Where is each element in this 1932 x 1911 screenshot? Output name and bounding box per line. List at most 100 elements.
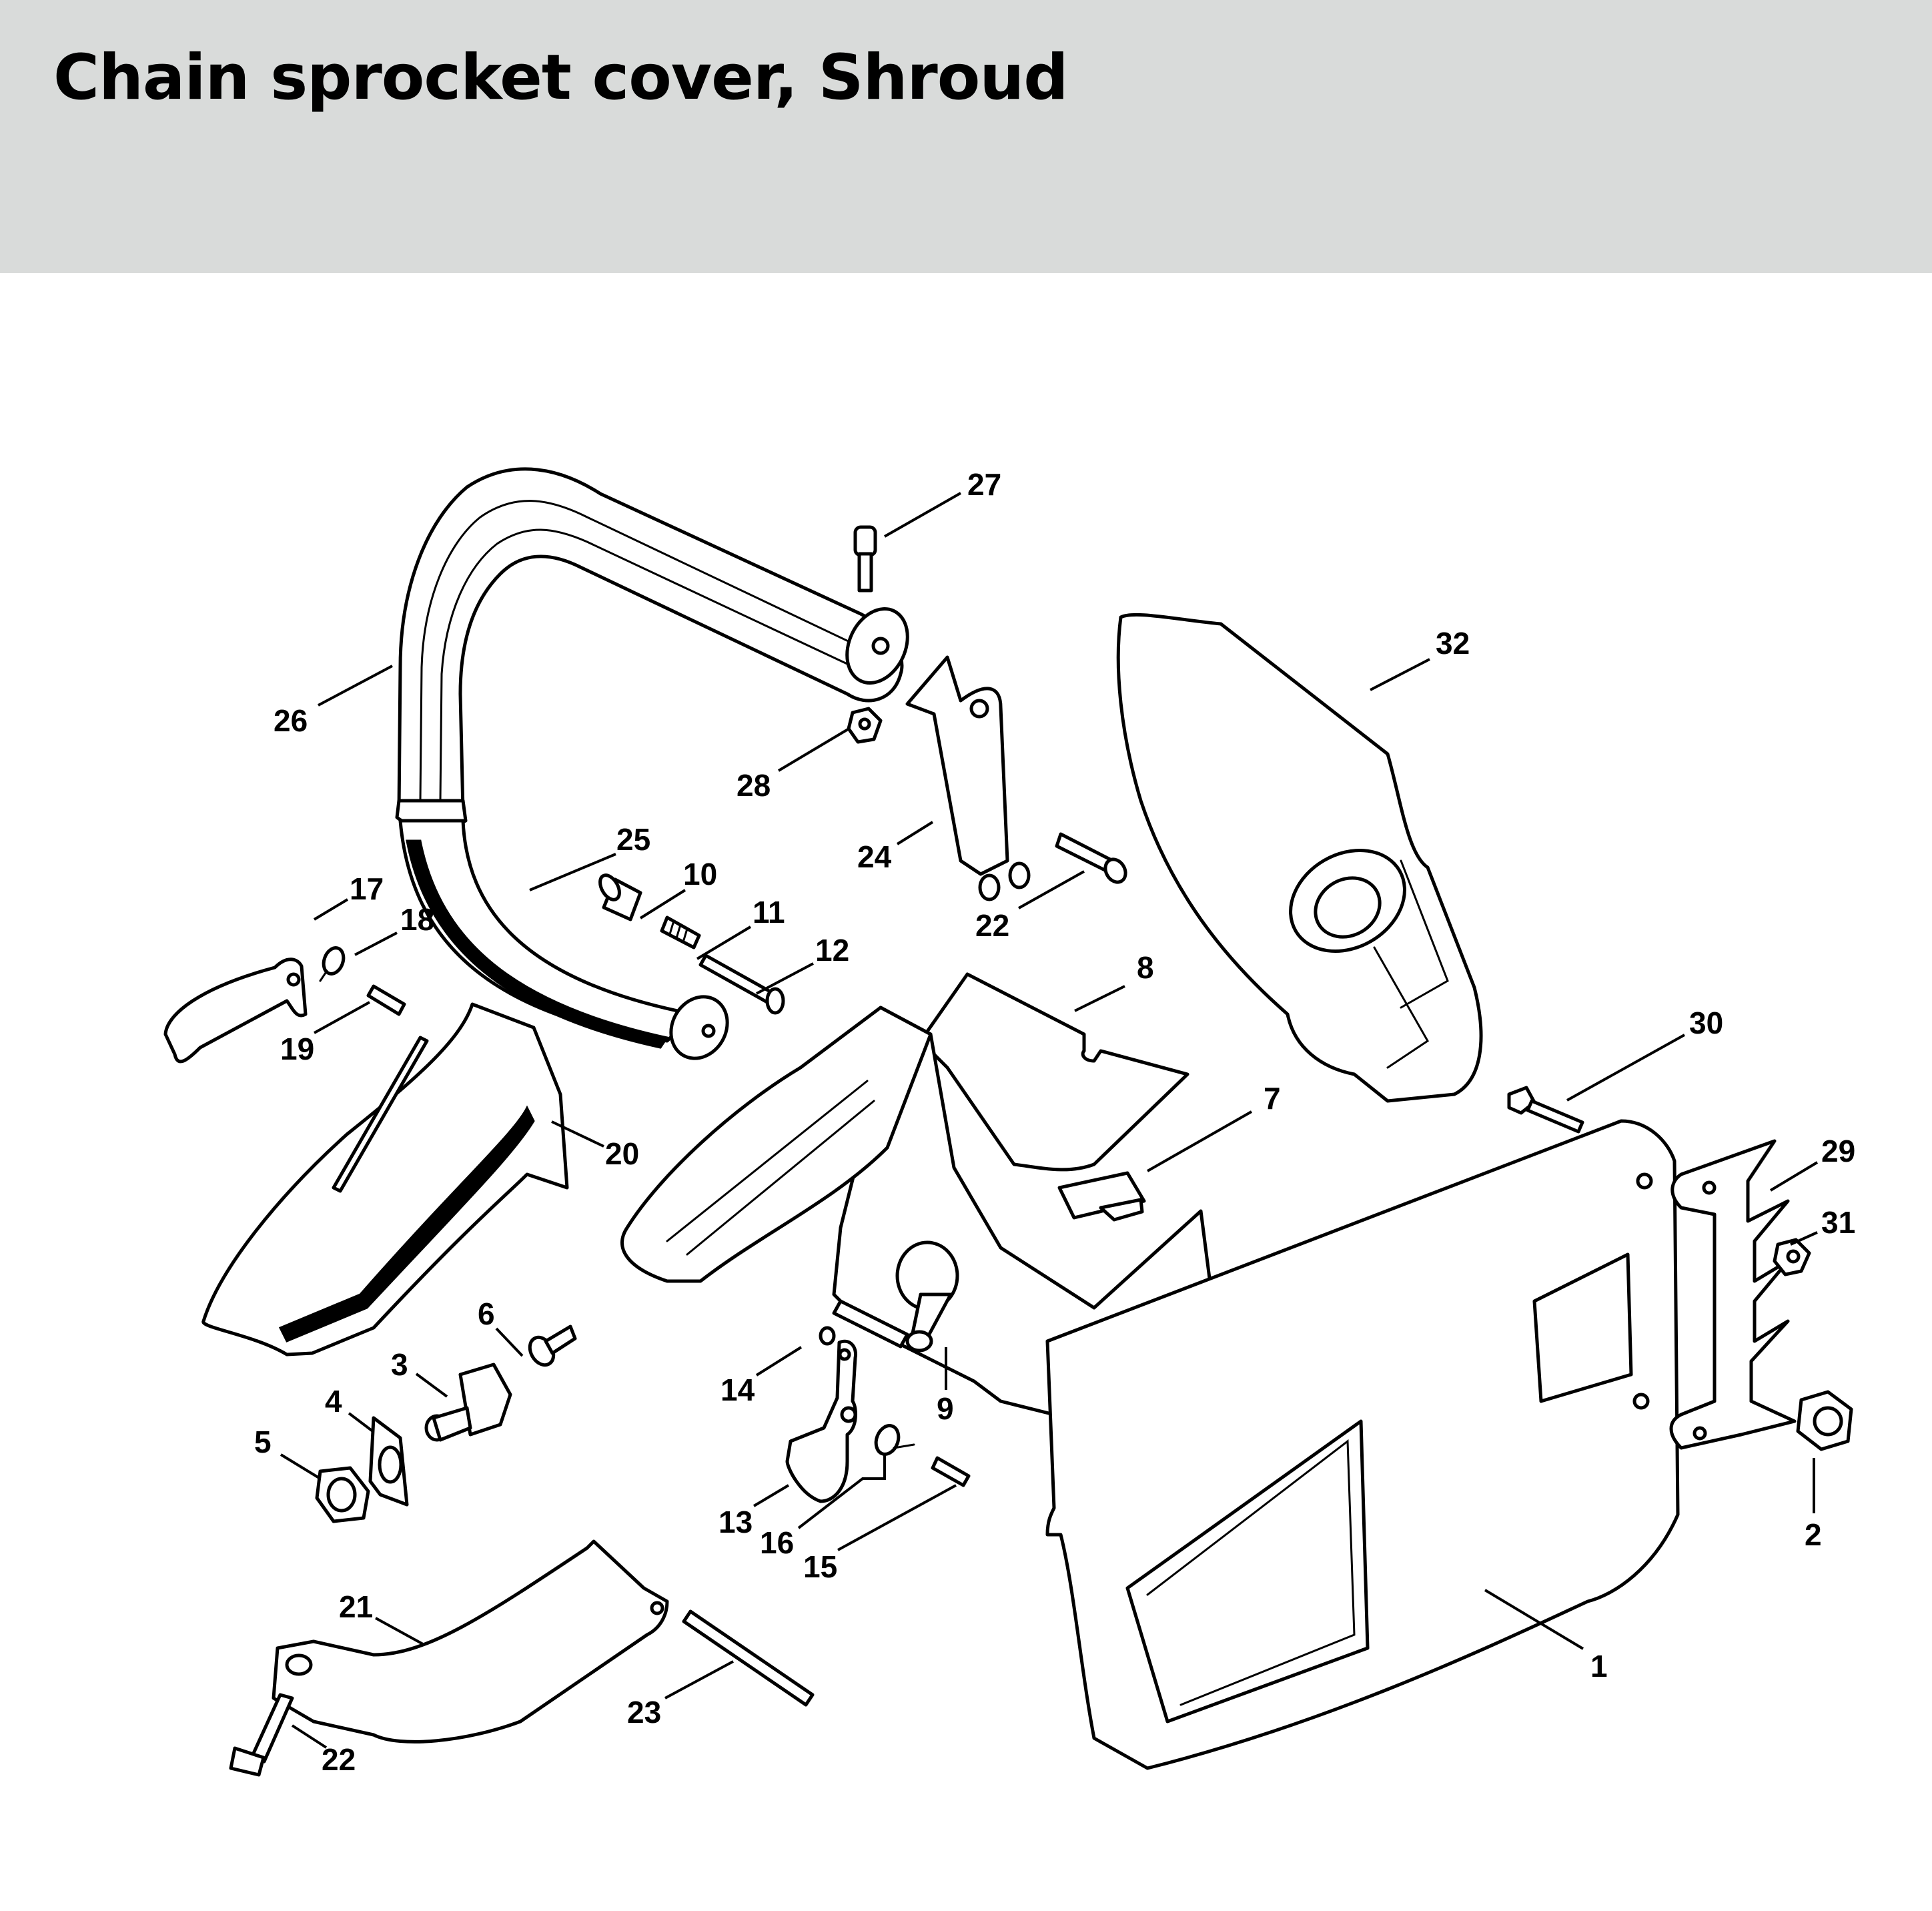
leader-25 bbox=[529, 853, 616, 891]
callout-29: 29 bbox=[1821, 1134, 1855, 1168]
leader-17 bbox=[313, 898, 349, 921]
part-13-lever bbox=[785, 1339, 858, 1503]
callout-5: 5 bbox=[254, 1425, 272, 1459]
leader-22a bbox=[1018, 870, 1085, 909]
leader-12 bbox=[756, 962, 814, 995]
callout-18: 18 bbox=[400, 902, 434, 937]
leader-lines bbox=[280, 492, 1819, 1749]
leader-16 bbox=[797, 1455, 886, 1529]
callout-26: 26 bbox=[274, 703, 308, 738]
callout-25: 25 bbox=[616, 822, 650, 857]
page-title: Chain sprocket cover, Shroud bbox=[53, 41, 1069, 114]
callout-12: 12 bbox=[815, 933, 849, 968]
callout-22b: 22 bbox=[322, 1742, 356, 1777]
leader-28 bbox=[777, 728, 849, 772]
callout-22a: 22 bbox=[975, 908, 1009, 943]
leader-4 bbox=[348, 1412, 375, 1433]
part-8-handle-frame bbox=[620, 1006, 933, 1283]
leader-15 bbox=[837, 1484, 957, 1551]
part-15-pin bbox=[931, 1456, 971, 1487]
leader-3 bbox=[415, 1373, 448, 1398]
page-header: Chain sprocket cover, Shroud bbox=[0, 0, 1932, 273]
callout-4: 4 bbox=[325, 1384, 342, 1419]
callout-labels: 27 26 32 28 24 22 25 10 11 12 17 18 19 8… bbox=[254, 467, 1855, 1777]
callout-1: 1 bbox=[1590, 1649, 1608, 1683]
leader-32 bbox=[1370, 658, 1430, 691]
leader-22b bbox=[291, 1724, 328, 1749]
leader-13 bbox=[753, 1484, 790, 1507]
callout-8: 8 bbox=[1137, 950, 1154, 985]
leader-19 bbox=[314, 1001, 370, 1034]
part-30-hex-bolt bbox=[1507, 1086, 1584, 1134]
part-28-hex-nut bbox=[847, 707, 883, 744]
part-5-hex-nut bbox=[315, 1466, 370, 1523]
part-21-rear-hand-guard bbox=[272, 1539, 669, 1744]
callout-13: 13 bbox=[718, 1505, 753, 1539]
part-20-hand-guard bbox=[201, 1002, 569, 1357]
callout-20: 20 bbox=[605, 1136, 639, 1171]
part-23-rod bbox=[682, 1609, 815, 1707]
part-11-spring bbox=[660, 915, 701, 949]
part-7-slide bbox=[1057, 1171, 1146, 1222]
part-2-collar-nut bbox=[1796, 1390, 1853, 1451]
leader-6 bbox=[495, 1327, 524, 1357]
callout-30: 30 bbox=[1689, 1006, 1723, 1040]
part-19-pin bbox=[366, 984, 406, 1016]
leader-31 bbox=[1790, 1231, 1818, 1246]
part-32-shroud bbox=[1116, 613, 1483, 1103]
part-22-screw-mid bbox=[1055, 832, 1127, 884]
leader-20 bbox=[551, 1120, 604, 1148]
callout-10: 10 bbox=[683, 857, 717, 891]
callout-6: 6 bbox=[478, 1296, 495, 1331]
part-10-sleeve bbox=[598, 873, 642, 921]
part-1-sprocket-cover bbox=[1045, 1119, 1680, 1770]
leader-10 bbox=[639, 889, 686, 919]
part-3-valve bbox=[424, 1363, 512, 1442]
callout-7: 7 bbox=[1264, 1081, 1281, 1116]
callout-23: 23 bbox=[627, 1695, 661, 1730]
callout-31: 31 bbox=[1821, 1205, 1855, 1240]
part-4-plate bbox=[368, 1416, 409, 1507]
leader-14 bbox=[755, 1346, 803, 1377]
callout-17: 17 bbox=[350, 871, 384, 906]
callout-32: 32 bbox=[1436, 626, 1470, 661]
part-9-screw bbox=[905, 1292, 953, 1353]
callout-11: 11 bbox=[753, 895, 785, 929]
part-29-spiked-bumper bbox=[1669, 1139, 1797, 1450]
part-18-spring bbox=[319, 946, 346, 982]
leader-7 bbox=[1147, 1110, 1252, 1172]
part-17-lever bbox=[163, 958, 308, 1064]
part-22-screw-bottom bbox=[229, 1693, 294, 1777]
part-24-support bbox=[905, 655, 1031, 901]
callout-9: 9 bbox=[937, 1391, 954, 1426]
callout-24: 24 bbox=[857, 839, 892, 874]
part-26-handlebar bbox=[395, 467, 909, 831]
callout-21: 21 bbox=[339, 1589, 373, 1624]
leader-8 bbox=[1074, 985, 1125, 1012]
part-31-nut bbox=[1773, 1238, 1811, 1276]
callout-16: 16 bbox=[760, 1525, 794, 1560]
callout-15: 15 bbox=[803, 1549, 837, 1584]
callout-2: 2 bbox=[1805, 1517, 1822, 1552]
callout-28: 28 bbox=[737, 768, 771, 803]
callout-19: 19 bbox=[280, 1032, 314, 1066]
callout-27: 27 bbox=[967, 467, 1001, 502]
leader-24 bbox=[896, 821, 934, 845]
leader-23 bbox=[664, 1660, 734, 1699]
leader-30 bbox=[1566, 1034, 1685, 1102]
leader-1 bbox=[1484, 1589, 1584, 1650]
callout-3: 3 bbox=[391, 1347, 408, 1382]
callout-14: 14 bbox=[720, 1373, 755, 1407]
part-12-pin bbox=[698, 953, 785, 1015]
leader-27 bbox=[884, 492, 961, 538]
part-6-fitting bbox=[528, 1324, 577, 1367]
part-16-spring bbox=[874, 1424, 915, 1456]
leader-5 bbox=[280, 1453, 322, 1480]
leader-29 bbox=[1769, 1161, 1819, 1192]
part-25-front-handle bbox=[398, 819, 729, 1060]
leader-26 bbox=[318, 665, 393, 707]
leader-21 bbox=[375, 1617, 424, 1645]
part-14-screw bbox=[819, 1326, 836, 1346]
part-27-screw bbox=[853, 525, 877, 593]
